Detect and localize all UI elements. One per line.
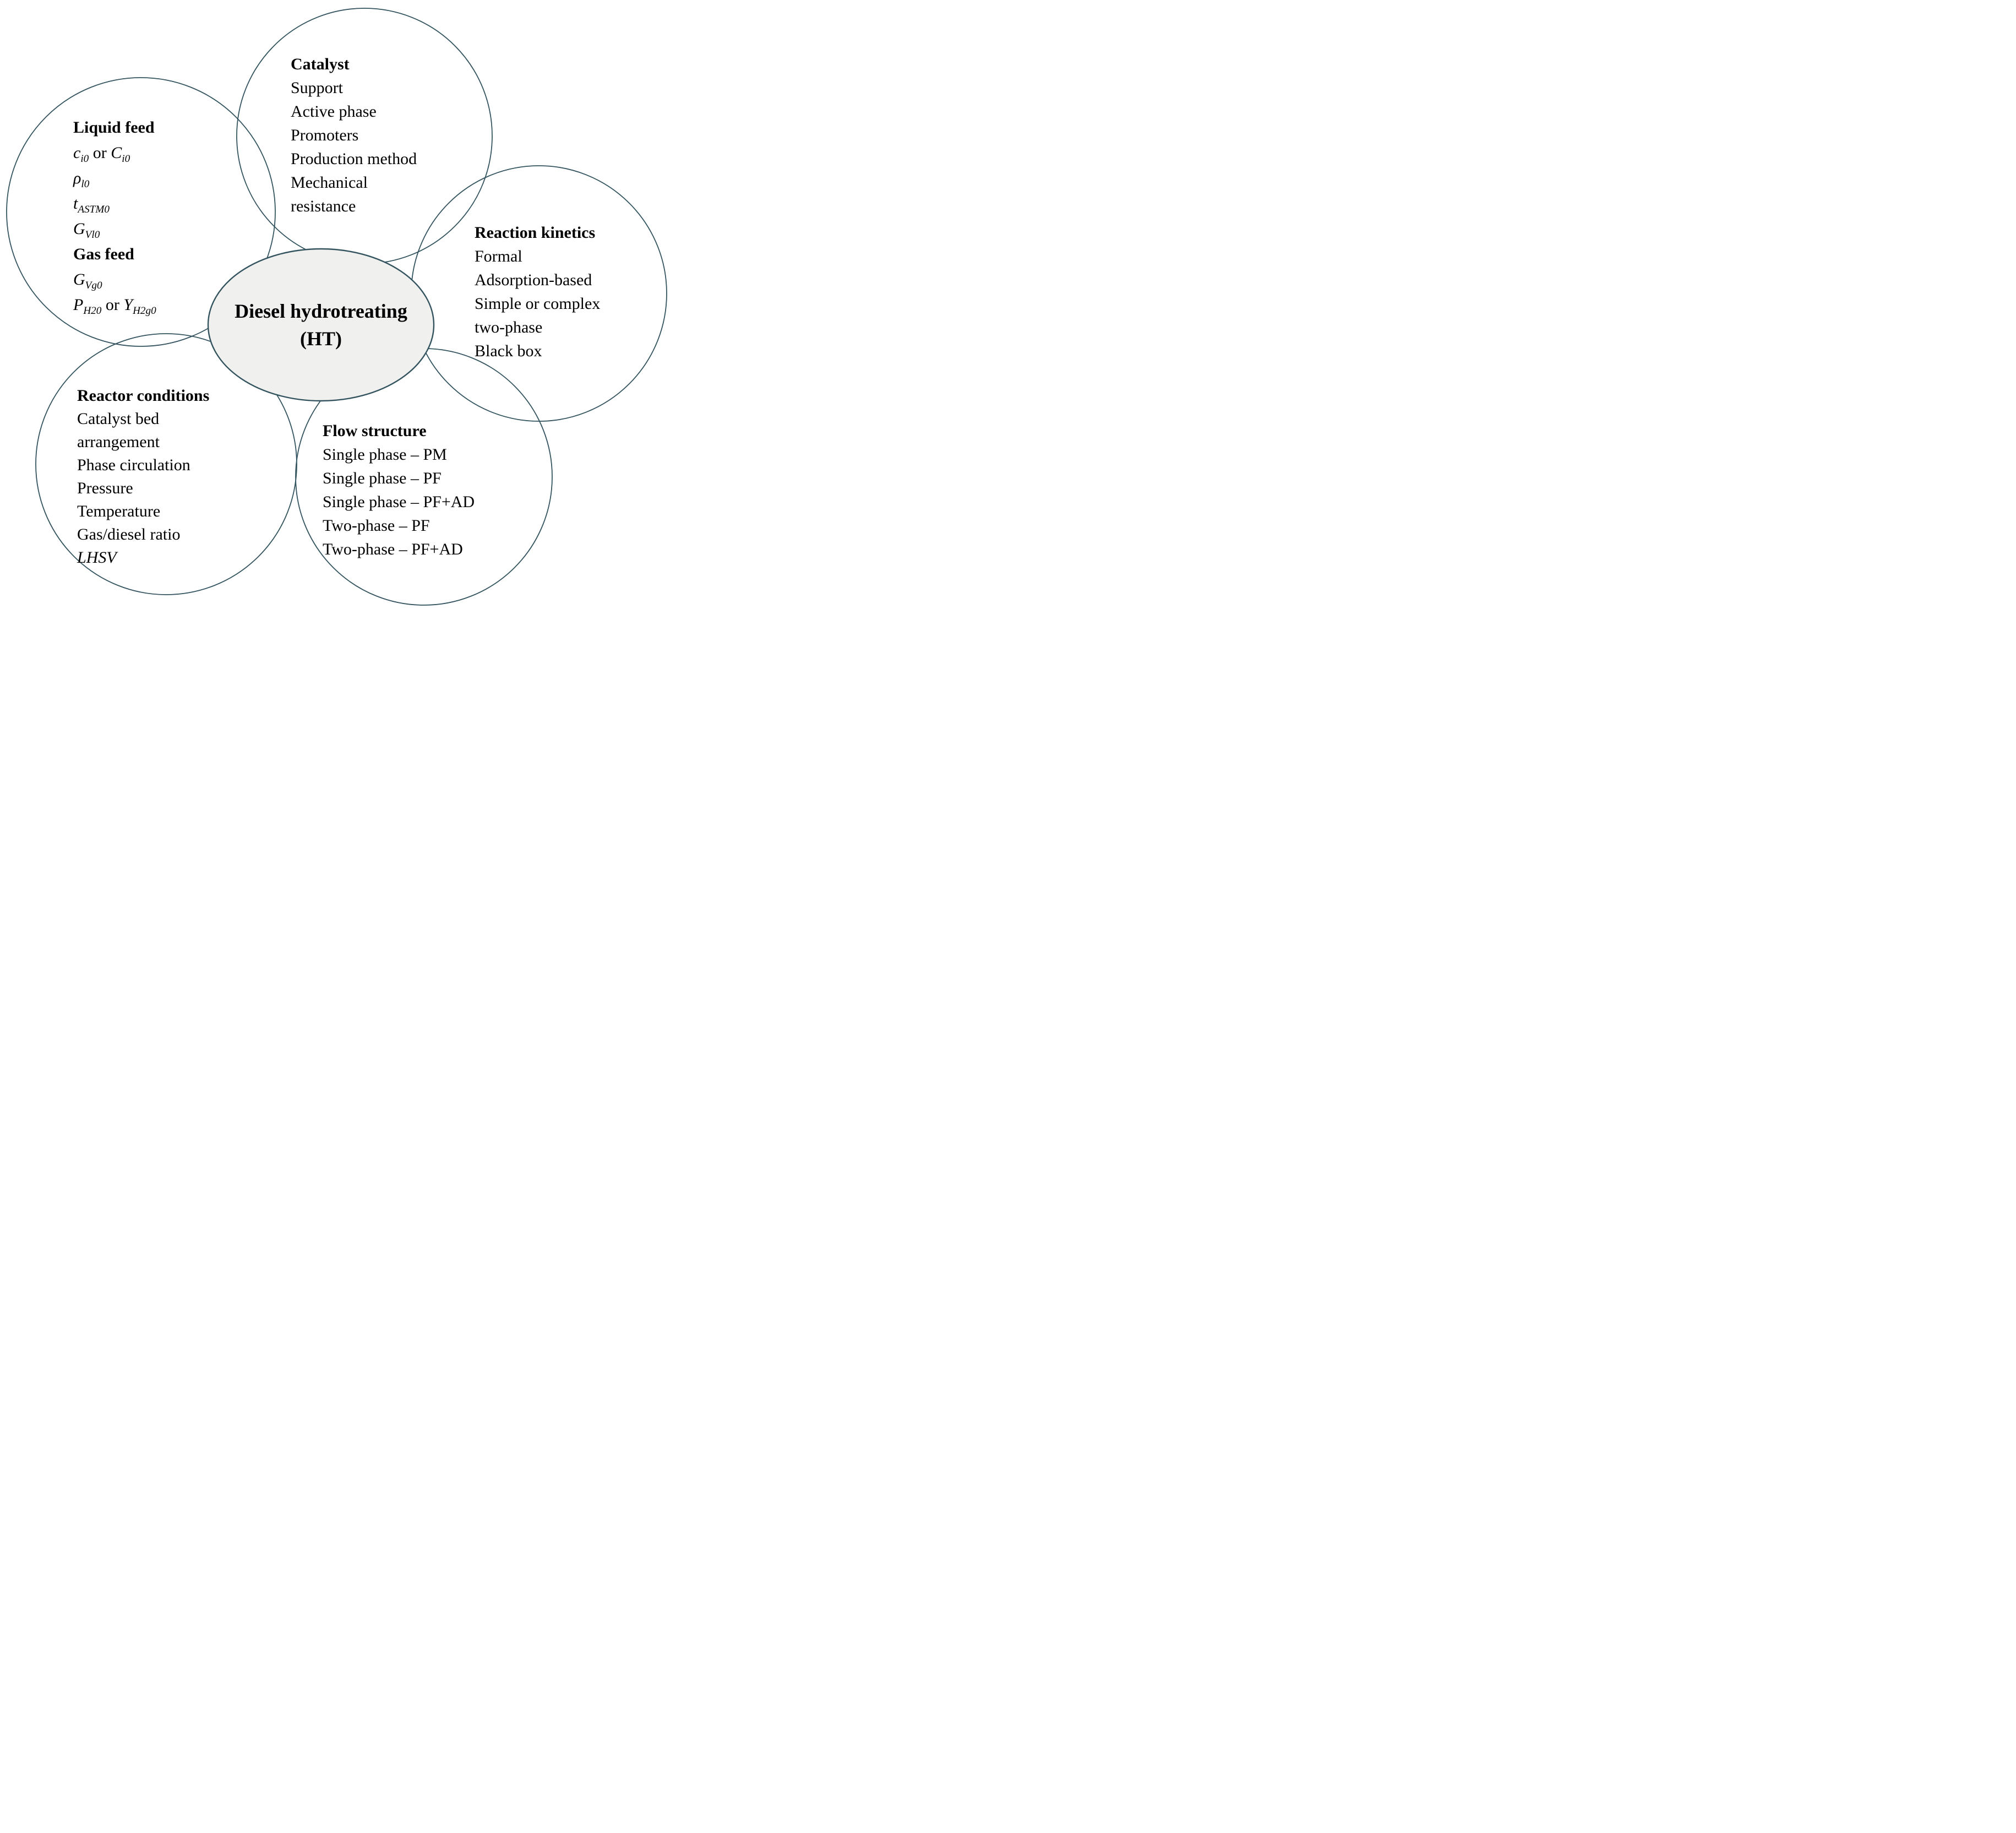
liquid-feed-block: Liquid feed ci0 or Ci0 ρl0 tASTM0 GVl0 G…	[73, 115, 156, 318]
list-item: Two-phase – PF	[323, 516, 430, 535]
list-item: ci0 or Ci0	[73, 144, 130, 165]
flow-structure-block: Flow structure Single phase – PM Single …	[323, 419, 475, 561]
list-item: two-phase	[475, 318, 543, 336]
list-item: Two-phase – PF+AD	[323, 540, 463, 558]
reactor-conditions-title: Reactor conditions	[77, 387, 210, 405]
list-item: Pressure	[77, 479, 133, 497]
diagram-canvas	[6, 8, 667, 606]
center-title-line2: (HT)	[300, 328, 342, 350]
list-item: ρl0	[73, 169, 90, 190]
list-item: Simple or complex	[475, 295, 601, 313]
reaction-kinetics-block: Reaction kinetics Formal Adsorption-base…	[475, 221, 600, 363]
list-item: Catalyst bed	[77, 410, 160, 428]
list-item: resistance	[291, 197, 356, 215]
list-item: Support	[291, 79, 344, 97]
list-item: LHSV	[77, 548, 117, 567]
list-item: Production method	[291, 150, 417, 168]
list-item: Gas/diesel ratio	[77, 525, 181, 543]
list-item: Mechanical	[291, 173, 368, 192]
list-item: Single phase – PM	[323, 445, 447, 464]
list-item: PH20 or YH2g0	[73, 296, 156, 317]
list-item: Adsorption-based	[475, 271, 592, 289]
center-ellipse	[207, 248, 435, 402]
list-item: Single phase – PF	[323, 469, 442, 487]
list-item: Formal	[475, 247, 522, 265]
liquid-feed-title: Liquid feed	[73, 118, 155, 137]
catalyst-title: Catalyst	[291, 55, 350, 73]
list-item: GVg0	[73, 270, 102, 291]
center-title-line1: Diesel hydrotreating	[235, 300, 407, 322]
list-item: Phase circulation	[77, 456, 190, 474]
reaction-kinetics-title: Reaction kinetics	[475, 224, 596, 242]
venn-diagram: Liquid feed ci0 or Ci0 ρl0 tASTM0 GVl0 G…	[0, 0, 672, 611]
list-item: tASTM0	[73, 194, 110, 215]
list-item: arrangement	[77, 433, 160, 451]
list-item: Promoters	[291, 126, 359, 144]
reactor-conditions-block: Reactor conditions Catalyst bed arrangem…	[77, 384, 209, 569]
list-item: GVl0	[73, 220, 100, 241]
list-item: Black box	[475, 342, 542, 360]
gas-feed-title: Gas feed	[73, 245, 134, 263]
catalyst-block: Catalyst Support Active phase Promoters …	[291, 52, 417, 218]
list-item: Single phase – PF+AD	[323, 493, 475, 511]
liquid-feed-circle	[6, 77, 276, 347]
list-item: Active phase	[291, 102, 377, 121]
flow-structure-title: Flow structure	[323, 422, 427, 440]
list-item: Temperature	[77, 502, 161, 520]
center-ellipse-label: Diesel hydrotreating (HT)	[208, 249, 434, 401]
